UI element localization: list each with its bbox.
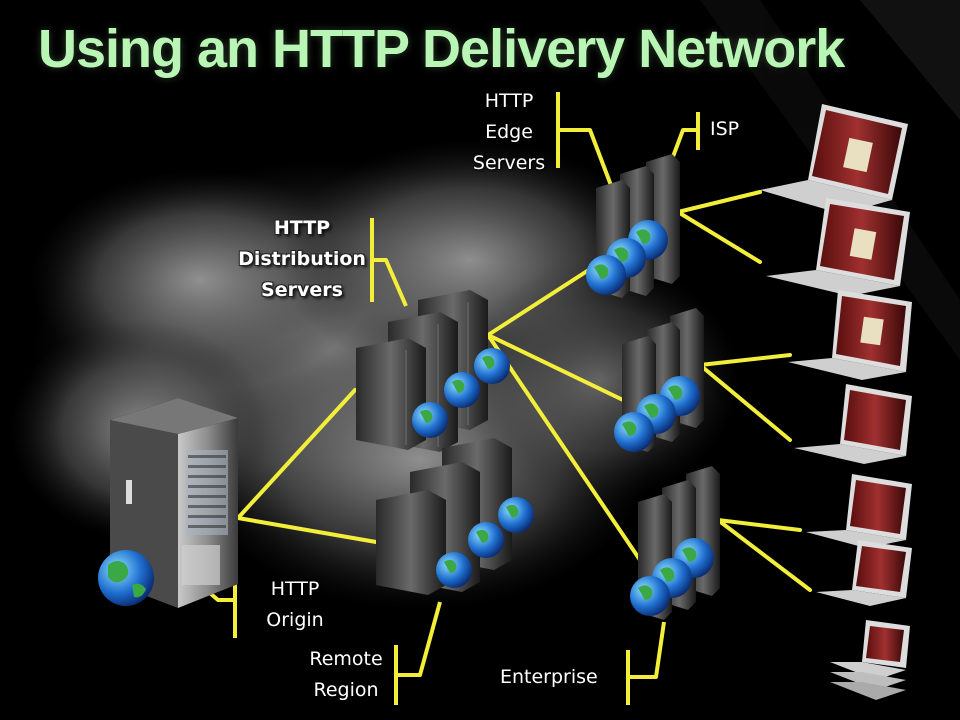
link-origin-remote bbox=[236, 516, 378, 544]
bracket-enterprise bbox=[626, 621, 666, 705]
globe-icon bbox=[444, 372, 480, 408]
label-isp: ISP bbox=[710, 118, 740, 140]
laptop-icon bbox=[760, 104, 908, 214]
link-distribution-edge-mid bbox=[486, 333, 625, 402]
globe-icon bbox=[468, 522, 504, 558]
link-edge-laptop-3 bbox=[698, 353, 792, 367]
globe-icon bbox=[412, 402, 448, 438]
label-edge-servers: HTTP Edge Servers bbox=[472, 90, 546, 174]
link-edge-laptop-4 bbox=[698, 363, 792, 442]
laptop-clients bbox=[760, 104, 912, 700]
network-links bbox=[236, 190, 812, 592]
globe-icon bbox=[474, 348, 510, 384]
bracket-edge-servers bbox=[556, 92, 614, 189]
label-enterprise: Enterprise bbox=[500, 666, 598, 688]
globe-icons bbox=[98, 220, 714, 616]
laptop-icon bbox=[806, 474, 912, 548]
bracket-distribution bbox=[370, 218, 408, 307]
link-edge-laptop-5 bbox=[716, 518, 802, 532]
laptop-icon bbox=[788, 290, 912, 380]
globe-icon bbox=[586, 255, 626, 295]
globe-icon bbox=[498, 497, 534, 533]
globe-icon bbox=[614, 412, 654, 452]
label-remote-region: Remote Region bbox=[309, 648, 383, 701]
globe-icon bbox=[630, 576, 670, 616]
laptop-icon bbox=[794, 384, 912, 464]
link-origin-distribution bbox=[236, 388, 357, 520]
slide-title: Using an HTTP Delivery Network bbox=[38, 19, 845, 79]
laptop-stack-icon bbox=[830, 620, 910, 700]
laptop-icon bbox=[766, 198, 910, 296]
link-edge-laptop-1 bbox=[676, 190, 762, 214]
globe-icon bbox=[436, 552, 472, 588]
label-distribution-servers: HTTP Distribution Servers bbox=[238, 217, 366, 301]
label-origin: HTTP Origin bbox=[266, 578, 324, 631]
link-edge-laptop-2 bbox=[676, 210, 762, 264]
bracket-remote-region bbox=[394, 601, 442, 705]
laptop-icon bbox=[816, 540, 912, 606]
globe-icon bbox=[98, 550, 154, 606]
link-edge-laptop-6 bbox=[716, 518, 812, 592]
link-distribution-edge-enterprise bbox=[486, 333, 642, 562]
